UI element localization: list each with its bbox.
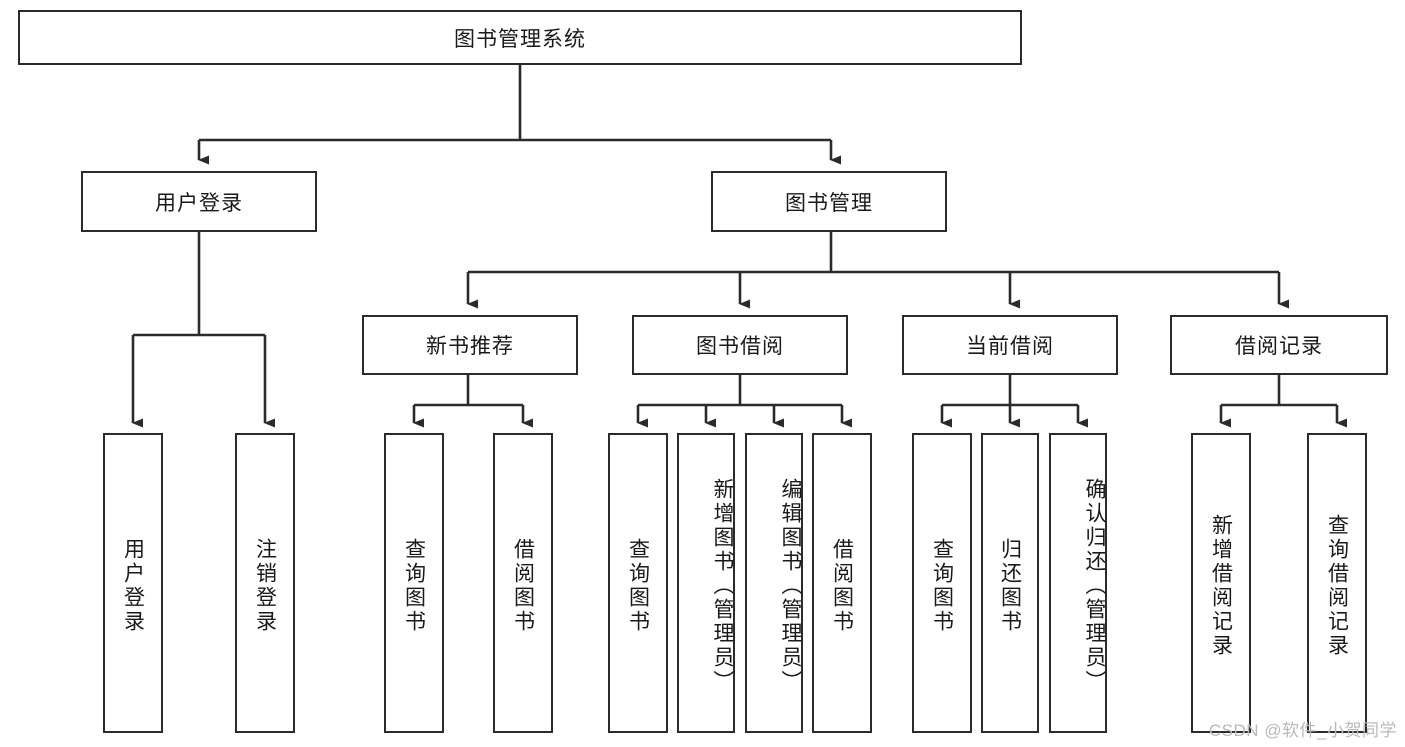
node-label: 查询图书 [626, 538, 650, 634]
node-label: 图书管理 [785, 191, 873, 215]
leaf-nbr-query-book[interactable]: 查询图书 [384, 433, 444, 733]
leaf-user-login[interactable]: 用户登录 [103, 433, 163, 733]
node-label: 确认归还（管理员） [1083, 478, 1106, 694]
node-label: 查询图书 [930, 538, 954, 634]
node-new-book-recommend[interactable]: 新书推荐 [362, 315, 578, 375]
leaf-bb-query-book[interactable]: 查询图书 [608, 433, 668, 733]
node-user-login[interactable]: 用户登录 [81, 171, 317, 232]
node-label: 用户登录 [155, 191, 243, 215]
node-label: 借阅图书 [830, 538, 854, 634]
node-label: 借阅图书 [511, 538, 535, 634]
leaf-cb-query-book[interactable]: 查询图书 [912, 433, 972, 733]
node-label: 图书借阅 [696, 335, 784, 358]
node-label: 当前借阅 [966, 335, 1054, 358]
leaf-br-query-record[interactable]: 查询借阅记录 [1307, 433, 1367, 733]
leaf-bb-borrow-book[interactable]: 借阅图书 [812, 433, 872, 733]
node-label: 新书推荐 [426, 335, 514, 358]
leaf-bb-add-book-admin[interactable]: 新增图书（管理员） [677, 433, 735, 733]
node-label: 借阅记录 [1235, 335, 1323, 358]
node-label: 查询借阅记录 [1325, 514, 1349, 658]
node-borrow-record[interactable]: 借阅记录 [1170, 315, 1388, 375]
leaf-cb-return-book[interactable]: 归还图书 [981, 433, 1039, 733]
node-book-borrow[interactable]: 图书借阅 [632, 315, 848, 375]
leaf-br-add-record[interactable]: 新增借阅记录 [1191, 433, 1251, 733]
node-label: 新增图书（管理员） [711, 478, 734, 694]
node-current-borrow[interactable]: 当前借阅 [902, 315, 1118, 375]
leaf-nbr-borrow-book[interactable]: 借阅图书 [493, 433, 553, 733]
node-root-book-management-system[interactable]: 图书管理系统 [18, 10, 1022, 65]
leaf-logout[interactable]: 注销登录 [235, 433, 295, 733]
leaf-bb-edit-book-admin[interactable]: 编辑图书（管理员） [745, 433, 803, 733]
node-label: 新增借阅记录 [1209, 514, 1233, 658]
leaf-cb-confirm-return-admin[interactable]: 确认归还（管理员） [1049, 433, 1107, 733]
node-label: 注销登录 [253, 538, 277, 634]
node-label: 用户登录 [121, 538, 145, 634]
node-book-management[interactable]: 图书管理 [711, 171, 947, 232]
node-label: 归还图书 [998, 538, 1022, 634]
node-label: 编辑图书（管理员） [779, 478, 802, 694]
node-label: 图书管理系统 [454, 27, 586, 51]
node-label: 查询图书 [402, 538, 426, 634]
